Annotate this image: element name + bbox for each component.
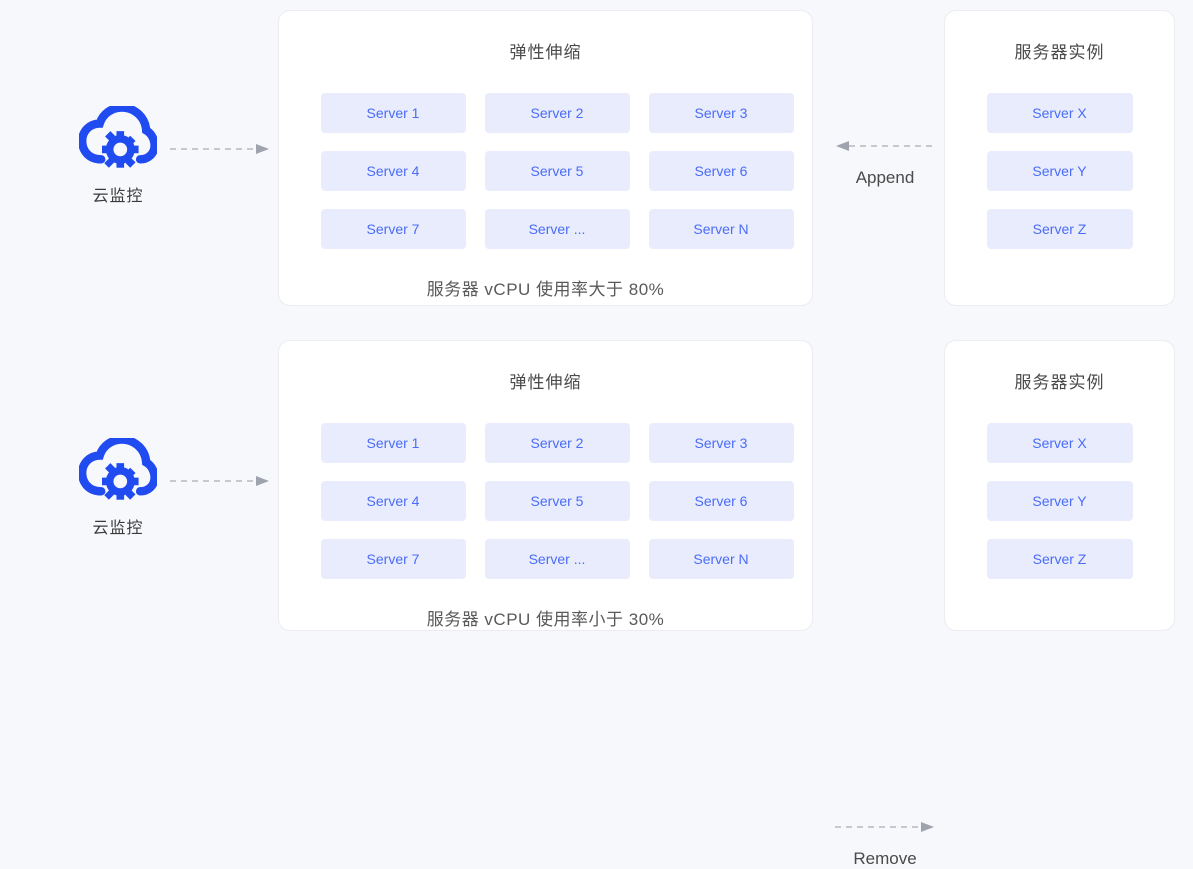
cloud-monitor-label: 云监控 bbox=[92, 188, 144, 205]
instance-box[interactable]: Server Y bbox=[986, 481, 1133, 521]
instance-list-top: Server X Server Y Server Z bbox=[986, 93, 1133, 249]
auto-scaling-title: 弹性伸缩 bbox=[509, 373, 582, 392]
server-grid-top: Server 1 Server 2 Server 3 Server 4 Serv… bbox=[320, 93, 794, 249]
server-box[interactable]: Server N bbox=[648, 539, 794, 579]
cloud-monitor-bottom: 云监控 bbox=[62, 438, 174, 538]
scaling-condition-caption: 服务器 vCPU 使用率大于 80% bbox=[426, 280, 665, 299]
server-box[interactable]: Server ... bbox=[484, 539, 630, 579]
server-box[interactable]: Server 6 bbox=[648, 481, 794, 521]
server-box[interactable]: Server 3 bbox=[648, 423, 794, 463]
auto-scaling-card-bottom: 弹性伸缩 Server 1 Server 2 Server 3 Server 4… bbox=[278, 340, 813, 631]
server-box[interactable]: Server 3 bbox=[648, 93, 794, 133]
remove-flow-bottom: Remove bbox=[815, 821, 955, 869]
row-scale-in: 云监控 弹性伸缩 Server 1 Server 2 Server 3 Serv… bbox=[0, 338, 1193, 868]
server-grid-bottom: Server 1 Server 2 Server 3 Server 4 Serv… bbox=[320, 423, 794, 579]
server-box[interactable]: Server 4 bbox=[320, 151, 466, 191]
cloud-gear-icon bbox=[79, 438, 157, 500]
instance-list-bottom: Server X Server Y Server Z bbox=[986, 423, 1133, 579]
server-box[interactable]: Server 2 bbox=[484, 423, 630, 463]
arrow-monitor-to-scaling-bottom bbox=[170, 474, 270, 488]
server-box[interactable]: Server 5 bbox=[484, 481, 630, 521]
server-box[interactable]: Server 7 bbox=[320, 209, 466, 249]
instance-box[interactable]: Server Z bbox=[986, 539, 1133, 579]
server-box[interactable]: Server N bbox=[648, 209, 794, 249]
auto-scaling-title: 弹性伸缩 bbox=[509, 43, 582, 62]
server-box[interactable]: Server 1 bbox=[320, 423, 466, 463]
scaling-condition-caption: 服务器 vCPU 使用率小于 30% bbox=[426, 610, 665, 629]
diagram-canvas: 云监控 弹性伸缩 Server 1 Server 2 Server 3 Serv… bbox=[0, 6, 1193, 868]
cloud-monitor-top: 云监控 bbox=[62, 106, 174, 206]
server-instances-card-bottom: 服务器实例 Server X Server Y Server Z bbox=[944, 340, 1175, 631]
arrow-left-dashed-icon bbox=[836, 141, 935, 151]
append-flow-top: Append bbox=[815, 140, 955, 188]
instance-box[interactable]: Server Z bbox=[986, 209, 1133, 249]
server-box[interactable]: Server 1 bbox=[320, 93, 466, 133]
server-instances-title: 服务器实例 bbox=[1014, 43, 1105, 62]
server-instances-card-top: 服务器实例 Server X Server Y Server Z bbox=[944, 10, 1175, 306]
auto-scaling-card-top: 弹性伸缩 Server 1 Server 2 Server 3 Server 4… bbox=[278, 10, 813, 306]
cloud-gear-icon bbox=[79, 106, 157, 168]
remove-label: Remove bbox=[853, 849, 917, 868]
server-box[interactable]: Server 2 bbox=[484, 93, 630, 133]
instance-box[interactable]: Server Y bbox=[986, 151, 1133, 191]
server-box[interactable]: Server ... bbox=[484, 209, 630, 249]
server-instances-title: 服务器实例 bbox=[1014, 373, 1105, 392]
row-scale-out: 云监控 弹性伸缩 Server 1 Server 2 Server 3 Serv… bbox=[0, 6, 1193, 306]
server-box[interactable]: Server 5 bbox=[484, 151, 630, 191]
server-box[interactable]: Server 4 bbox=[320, 481, 466, 521]
server-box[interactable]: Server 7 bbox=[320, 539, 466, 579]
arrow-monitor-to-scaling-top bbox=[170, 142, 270, 156]
cloud-monitor-label: 云监控 bbox=[92, 520, 144, 537]
instance-box[interactable]: Server X bbox=[986, 423, 1133, 463]
arrow-right-dashed-icon bbox=[835, 822, 934, 832]
server-box[interactable]: Server 6 bbox=[648, 151, 794, 191]
append-label: Append bbox=[855, 168, 915, 187]
instance-box[interactable]: Server X bbox=[986, 93, 1133, 133]
